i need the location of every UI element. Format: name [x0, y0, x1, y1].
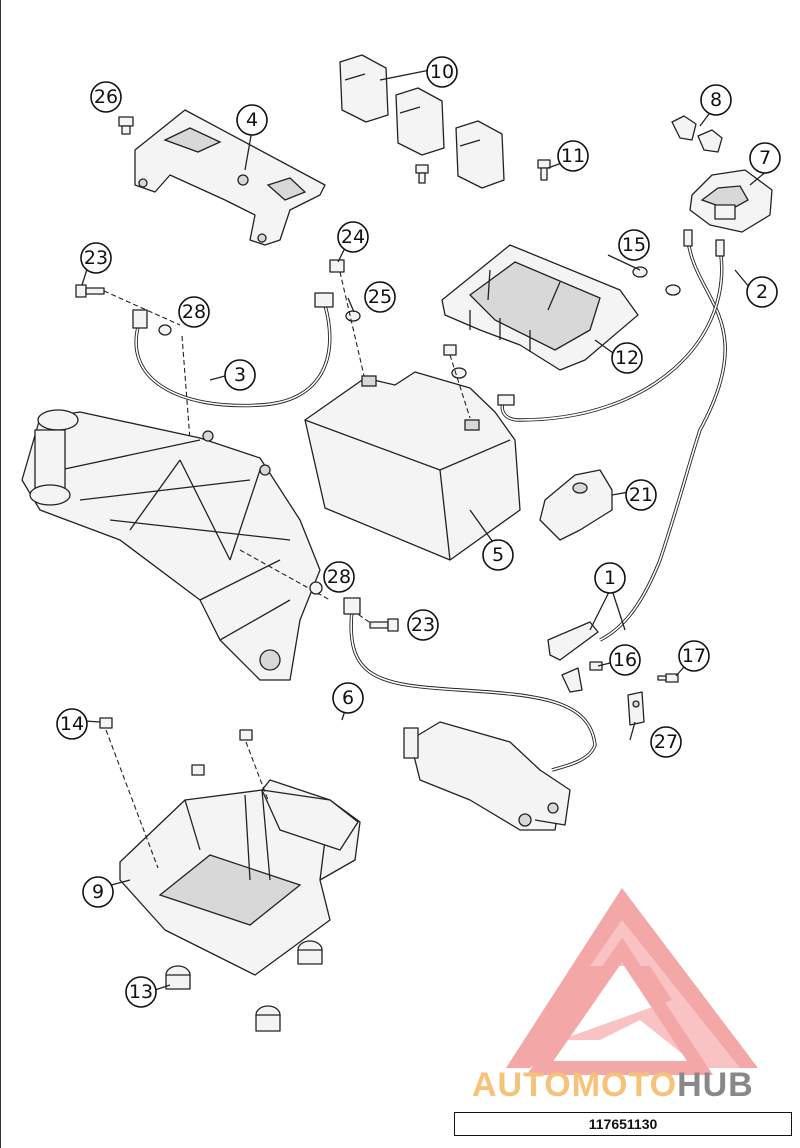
- callout-28-top: 28: [178, 296, 210, 328]
- svg-text:10: 10: [430, 61, 454, 83]
- svg-text:16: 16: [613, 649, 637, 671]
- svg-text:13: 13: [129, 981, 153, 1003]
- battery-box-part-9: [119, 779, 361, 976]
- battery-holder-part-12: [441, 244, 639, 371]
- svg-text:15: 15: [622, 234, 646, 256]
- svg-text:17: 17: [682, 645, 706, 667]
- callout-26: 26: [90, 81, 122, 113]
- callout-21: 21: [625, 479, 657, 511]
- callout-7: 7: [749, 142, 781, 174]
- frame: [21, 409, 321, 681]
- svg-text:3: 3: [234, 364, 246, 386]
- starter-motor: [403, 721, 571, 831]
- callout-15: 15: [618, 229, 650, 261]
- svg-text:23: 23: [84, 247, 108, 269]
- screw-part-23-top: [75, 284, 105, 298]
- svg-text:28: 28: [182, 301, 206, 323]
- callout-3: 3: [224, 359, 256, 391]
- svg-text:12: 12: [615, 347, 639, 369]
- cable-part-2: [497, 229, 727, 642]
- callout-8: 8: [700, 84, 732, 116]
- svg-text:21: 21: [629, 484, 653, 506]
- callout-2: 2: [746, 276, 778, 308]
- page-border: [0, 0, 1, 1148]
- screw-part-23-bottom: [369, 618, 399, 632]
- callout-11: 11: [557, 140, 589, 172]
- callout-27: 27: [650, 726, 682, 758]
- screw-part-17: [657, 673, 679, 683]
- callout-17: 17: [678, 640, 710, 672]
- callout-14: 14: [56, 708, 88, 740]
- svg-text:4: 4: [246, 109, 258, 131]
- screw-part-11: [537, 159, 551, 181]
- damper-part-13: [165, 940, 323, 1032]
- callout-1: 1: [594, 562, 626, 594]
- callout-24: 24: [337, 221, 369, 253]
- svg-text:11: 11: [561, 145, 585, 167]
- cable-part-6: [343, 597, 597, 772]
- nut-part-24: [329, 259, 345, 273]
- watermark-logo: [506, 888, 758, 1075]
- callout-23-top: 23: [80, 242, 112, 274]
- nut-battery-terminal: [443, 344, 467, 379]
- svg-text:1: 1: [604, 567, 616, 589]
- svg-text:23: 23: [411, 614, 435, 636]
- svg-text:25: 25: [368, 286, 392, 308]
- svg-text:8: 8: [710, 89, 722, 111]
- svg-text:27: 27: [654, 731, 678, 753]
- fuse-part-8: [671, 115, 723, 153]
- callout-23-bottom: 23: [407, 609, 439, 641]
- washer-part-28-top: [158, 324, 172, 336]
- screw-part-14: [99, 717, 253, 776]
- svg-text:28: 28: [327, 566, 351, 588]
- callout-13: 13: [125, 976, 157, 1008]
- callout-12: 12: [611, 342, 643, 374]
- callout-10: 10: [426, 56, 458, 88]
- svg-text:2: 2: [756, 281, 768, 303]
- battery-part-5: [304, 371, 521, 561]
- watermark-text-hub: HUB: [677, 1066, 754, 1104]
- cable-part-1: [547, 621, 599, 693]
- callout-28-bottom: 28: [323, 561, 355, 593]
- callout-25: 25: [364, 281, 396, 313]
- lug-part-27: [627, 691, 645, 726]
- callout-5: 5: [482, 539, 514, 571]
- callout-6: 6: [332, 682, 364, 714]
- screw-part-16: [589, 661, 603, 671]
- watermark-text: AUTOMOTOHUB: [472, 1066, 754, 1105]
- svg-text:14: 14: [60, 713, 84, 735]
- starter-relay-part-7: [689, 169, 773, 233]
- grommet-part-15: [632, 266, 681, 296]
- terminal-cover-part-21: [539, 469, 613, 541]
- screw-part-10-small: [415, 164, 429, 184]
- bracket-part-4: [134, 109, 326, 246]
- svg-text:26: 26: [94, 86, 118, 108]
- diagram-id-label: 117651130: [454, 1112, 792, 1136]
- callout-9: 9: [82, 876, 114, 908]
- svg-text:24: 24: [341, 226, 365, 248]
- svg-text:6: 6: [342, 687, 354, 709]
- screw-part-26: [118, 116, 134, 135]
- svg-text:5: 5: [492, 544, 504, 566]
- cable-part-3: [132, 292, 334, 408]
- svg-text:7: 7: [759, 147, 771, 169]
- washer-part-25: [345, 310, 361, 322]
- relay-part-10: [339, 54, 505, 189]
- washer-part-28-bottom: [309, 581, 323, 595]
- callout-4: 4: [236, 104, 268, 136]
- svg-text:9: 9: [92, 881, 104, 903]
- watermark-text-auto: AUTOMOTO: [472, 1066, 678, 1104]
- callout-16: 16: [609, 644, 641, 676]
